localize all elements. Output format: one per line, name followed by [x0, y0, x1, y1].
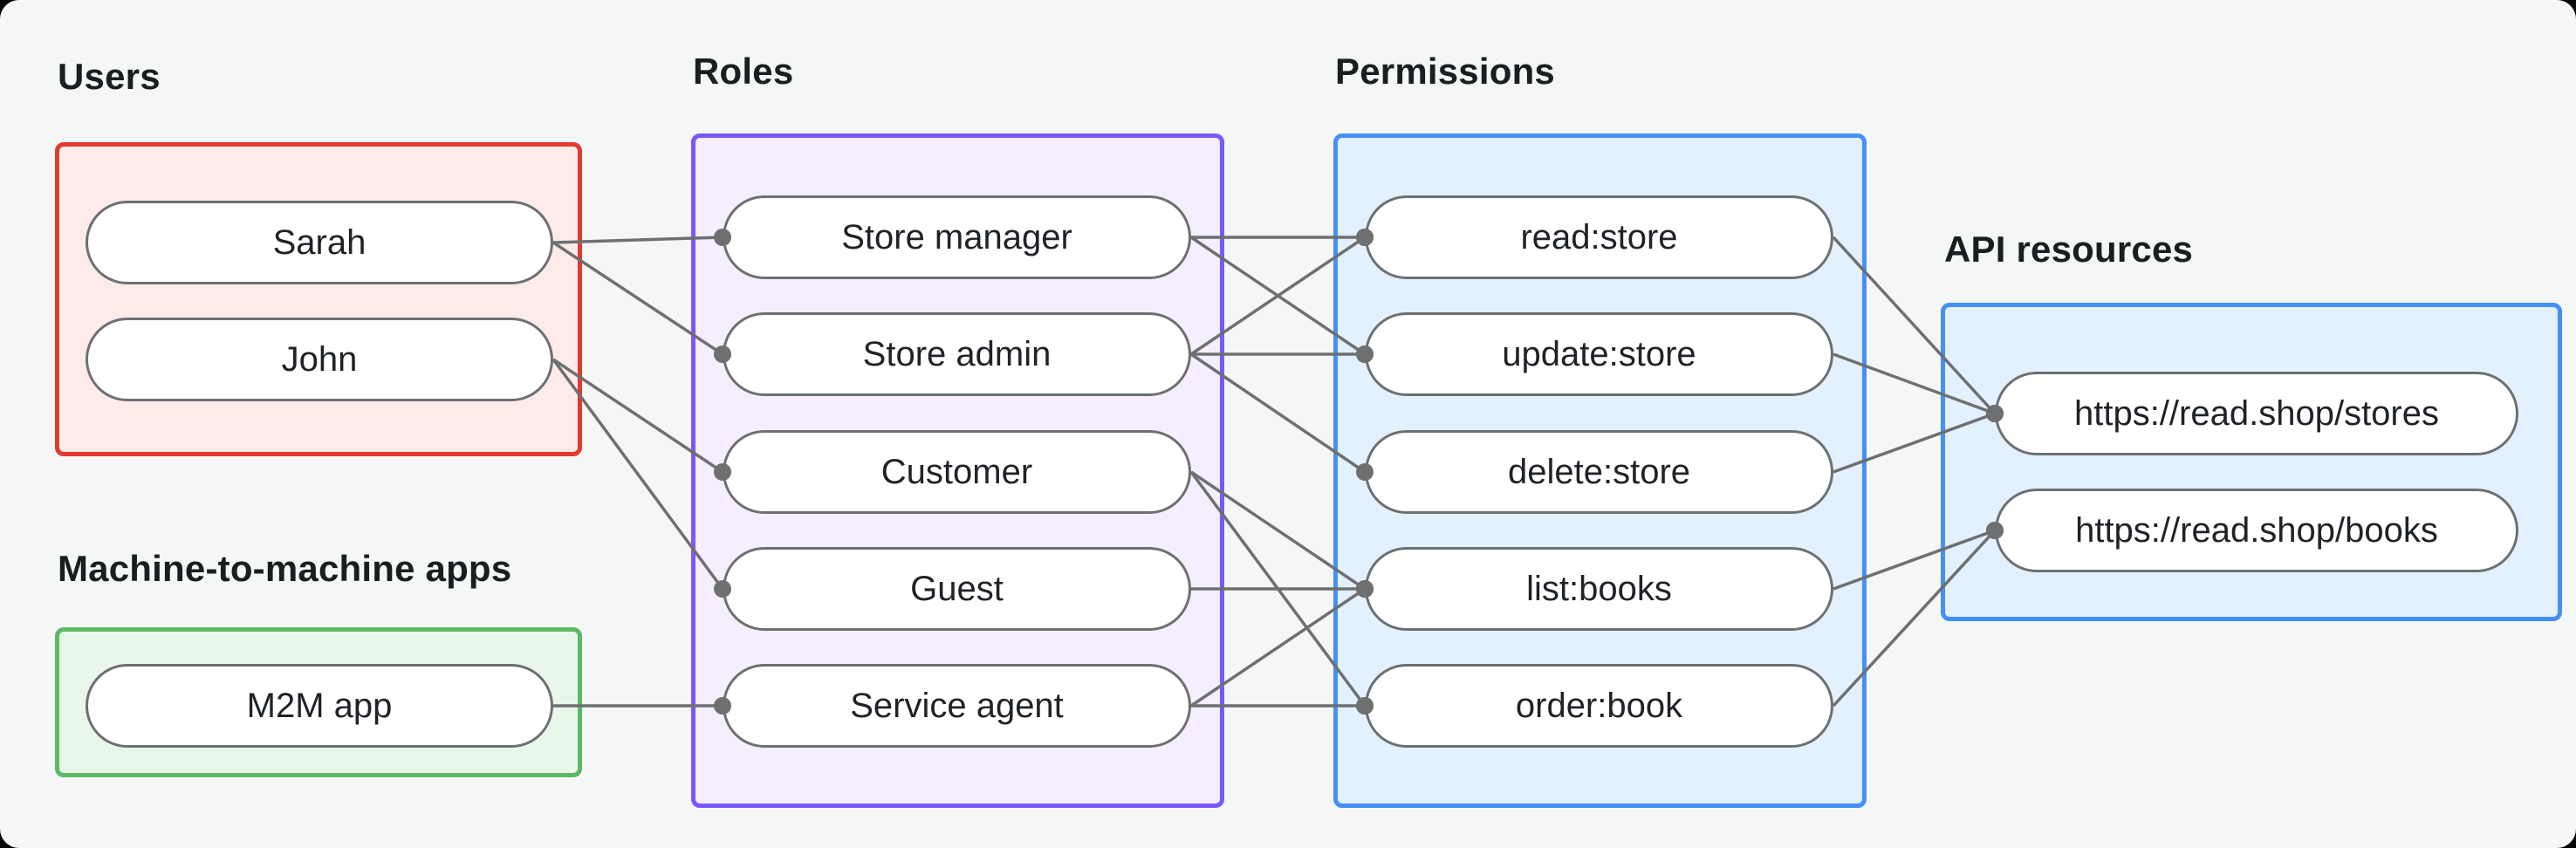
permissions-group-label: Permissions	[1335, 51, 1555, 92]
role-node-store-manager: Store manager	[723, 195, 1191, 279]
permission-node-list-books: list:books	[1365, 547, 1833, 631]
role-node-service-agent: Service agent	[723, 664, 1191, 748]
api-resources-group-box	[1941, 303, 2562, 621]
user-node-john: John	[86, 318, 553, 401]
m2m-app-node: M2M app	[86, 664, 553, 748]
role-node-customer: Customer	[723, 430, 1191, 514]
users-group-label: Users	[58, 56, 161, 97]
role-node-guest: Guest	[723, 547, 1191, 631]
roles-group-label: Roles	[693, 51, 794, 92]
permission-node-delete-store: delete:store	[1365, 430, 1833, 514]
api-resources-group-label: API resources	[1944, 229, 2194, 270]
permission-node-update-store: update:store	[1365, 312, 1833, 396]
api-resource-node-stores: https://read.shop/stores	[1995, 372, 2518, 455]
m2m-group-label: Machine-to-machine apps	[58, 548, 512, 589]
users-group-box	[55, 142, 582, 456]
user-node-sarah: Sarah	[86, 201, 553, 284]
permission-node-read-store: read:store	[1365, 195, 1833, 279]
api-resource-node-books: https://read.shop/books	[1995, 489, 2518, 572]
permission-node-order-book: order:book	[1365, 664, 1833, 748]
role-node-store-admin: Store admin	[723, 312, 1191, 396]
